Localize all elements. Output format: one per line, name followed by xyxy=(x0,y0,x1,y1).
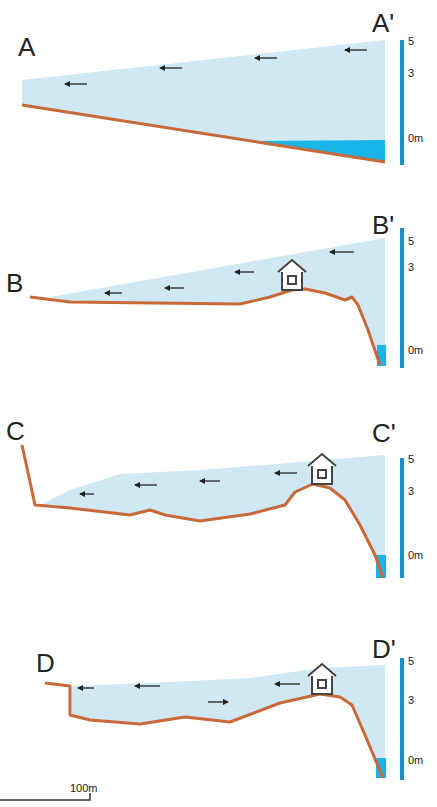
elevation-tick: 5 xyxy=(408,236,414,247)
section-letter: C xyxy=(6,418,25,444)
section-letter: B xyxy=(6,270,23,296)
elevation-bar xyxy=(400,40,404,165)
elevation-tick: 0m xyxy=(408,345,423,356)
elevation-tick: 5 xyxy=(408,656,414,667)
house-icon xyxy=(308,454,336,484)
ground-line xyxy=(30,289,380,365)
section-letter: C' xyxy=(372,420,396,446)
elevation-bar xyxy=(400,658,404,780)
section-letter: B' xyxy=(372,212,394,238)
flow-arrows xyxy=(105,252,354,293)
elevation-tick: 0m xyxy=(408,550,423,561)
elevation-tick: 0m xyxy=(408,133,423,144)
section-letter: D xyxy=(36,650,55,676)
flow-arrows xyxy=(78,684,300,702)
elevation-bar xyxy=(400,228,404,368)
section-letter: A xyxy=(18,34,35,60)
elevation-tick: 3 xyxy=(408,68,414,79)
flow-arrows xyxy=(80,473,297,494)
flood-water xyxy=(40,455,385,578)
elevation-tick: 3 xyxy=(408,262,414,273)
flood-water xyxy=(22,40,385,162)
elevation-tick: 5 xyxy=(408,36,414,47)
ground-line xyxy=(22,105,385,162)
section-letter: D' xyxy=(372,636,396,662)
ground-line xyxy=(45,683,383,778)
house-icon xyxy=(308,664,336,694)
elevation-tick: 3 xyxy=(408,695,414,706)
elevation-tick: 3 xyxy=(408,486,414,497)
scale-bar xyxy=(0,793,90,800)
elevation-tick: 5 xyxy=(408,454,414,465)
ground-line xyxy=(22,445,383,578)
section-letter: A' xyxy=(372,10,394,36)
house-icon xyxy=(278,260,306,290)
scale-label: 100m xyxy=(70,783,98,794)
elevation-tick: 0m xyxy=(408,755,423,766)
flow-arrows xyxy=(65,50,367,84)
elevation-bar xyxy=(400,458,404,578)
